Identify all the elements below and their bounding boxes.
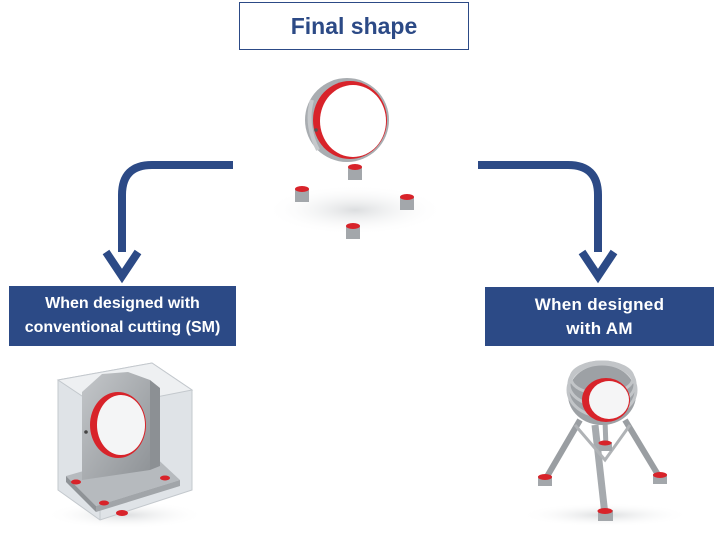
final-part-icon <box>265 78 445 239</box>
bushing-icon <box>348 164 362 180</box>
bushing-icon <box>346 223 360 239</box>
bushing-icon <box>400 194 414 210</box>
final-shape-title-box: Final shape <box>239 2 469 50</box>
left-arrow <box>102 161 233 284</box>
sm-label-line2: conventional cutting (SM) <box>24 319 221 336</box>
right-arrow <box>478 161 618 284</box>
sm-label-line1: When designed with <box>45 295 200 312</box>
am-label-line1: When designed <box>534 294 665 314</box>
sm-part-icon <box>45 362 205 529</box>
am-label-line2: with AM <box>566 318 633 338</box>
final-shape-title: Final shape <box>290 12 418 39</box>
bushing-icon <box>295 186 309 202</box>
am-label-box: When designed with AM <box>485 287 714 346</box>
am-part-icon <box>520 360 690 527</box>
sm-label-box: When designed with conventional cutting … <box>9 286 236 346</box>
